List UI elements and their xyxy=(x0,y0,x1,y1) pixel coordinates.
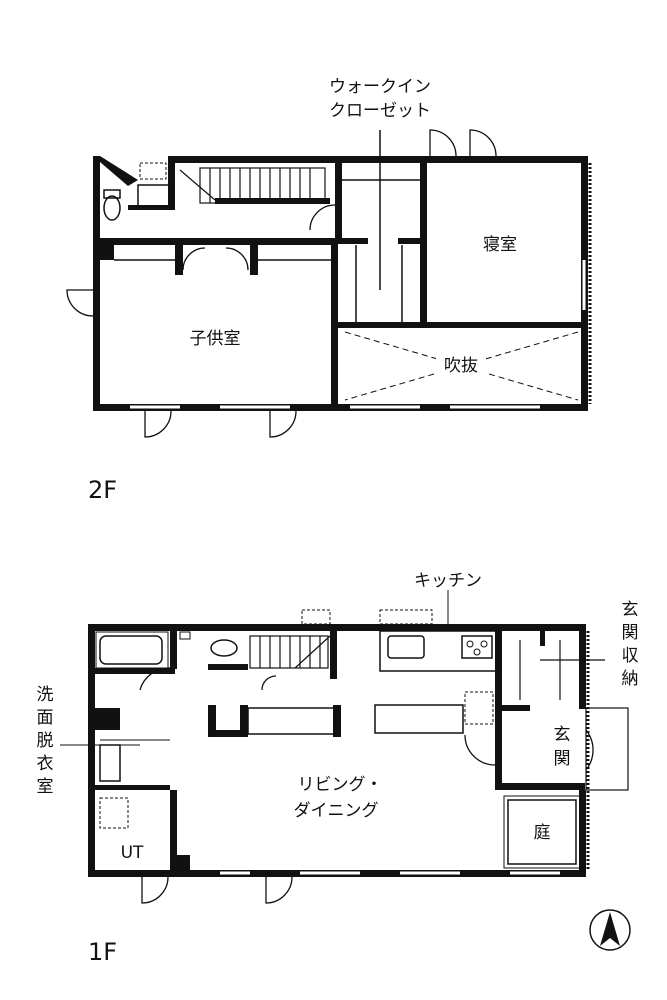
toilet-icon xyxy=(103,195,121,221)
kids-room-label: 子供室 xyxy=(190,329,241,349)
second-floor-stairs xyxy=(179,167,326,204)
washer-icon xyxy=(99,797,129,829)
second-floor-walls xyxy=(93,156,588,411)
walk-in-closet-label-2: クローゼット xyxy=(329,101,431,121)
washroom-label-4: 衣 xyxy=(37,754,54,774)
entrance-storage-label-1: 玄 xyxy=(622,600,639,620)
toilet-icon-1f xyxy=(210,639,238,657)
kitchen-label: キッチン xyxy=(414,571,482,591)
living-dining-label-1: リビング・ xyxy=(298,775,383,795)
washbasin-icon xyxy=(99,744,121,782)
second-floor-plan xyxy=(66,129,592,438)
first-floor-stairs xyxy=(249,635,331,669)
walk-in-closet-label-1: ウォークイン xyxy=(329,77,431,97)
second-floor-windows xyxy=(130,260,586,409)
second-floor-doors xyxy=(66,129,497,438)
washroom-label-3: 脱 xyxy=(37,731,54,751)
closet-shelves xyxy=(342,130,420,322)
entrance-storage-label-2: 関 xyxy=(622,623,639,643)
second-floor-bay xyxy=(93,156,138,186)
entrance-storage-label-4: 納 xyxy=(622,669,639,689)
bathtub-icon xyxy=(99,635,163,665)
stove-icon xyxy=(461,635,493,659)
washroom-label-2: 面 xyxy=(37,708,54,728)
sink-icon xyxy=(137,184,171,208)
entrance-label-2: 関 xyxy=(554,749,571,769)
void-label: 吹抜 xyxy=(444,356,478,376)
kitchen-counter xyxy=(379,630,499,672)
kitchen-sink-icon xyxy=(387,635,425,659)
first-floor-doors xyxy=(139,667,594,904)
storage-dashed-icon xyxy=(139,162,167,180)
stair-wall xyxy=(215,198,330,204)
first-floor-walls xyxy=(88,624,586,877)
living-dining-label-2: ダイニング xyxy=(294,801,379,821)
entrance-storage-label-3: 収 xyxy=(622,646,639,666)
utility-label: UT xyxy=(121,843,144,863)
fridge-icon xyxy=(464,691,494,725)
first-floor-plan xyxy=(88,609,629,904)
north-arrow-icon xyxy=(589,909,631,951)
first-floor-label: 1F xyxy=(88,938,117,966)
entrance-label-1: 玄 xyxy=(554,725,571,745)
washroom-label-5: 室 xyxy=(37,777,54,797)
washroom-label-1: 洗 xyxy=(37,685,54,705)
bedroom-label: 寝室 xyxy=(483,234,517,255)
kitchen-island xyxy=(374,704,464,734)
garden-label: 庭 xyxy=(534,823,551,843)
second-floor-label: 2F xyxy=(88,476,117,504)
garden-box xyxy=(507,799,577,865)
